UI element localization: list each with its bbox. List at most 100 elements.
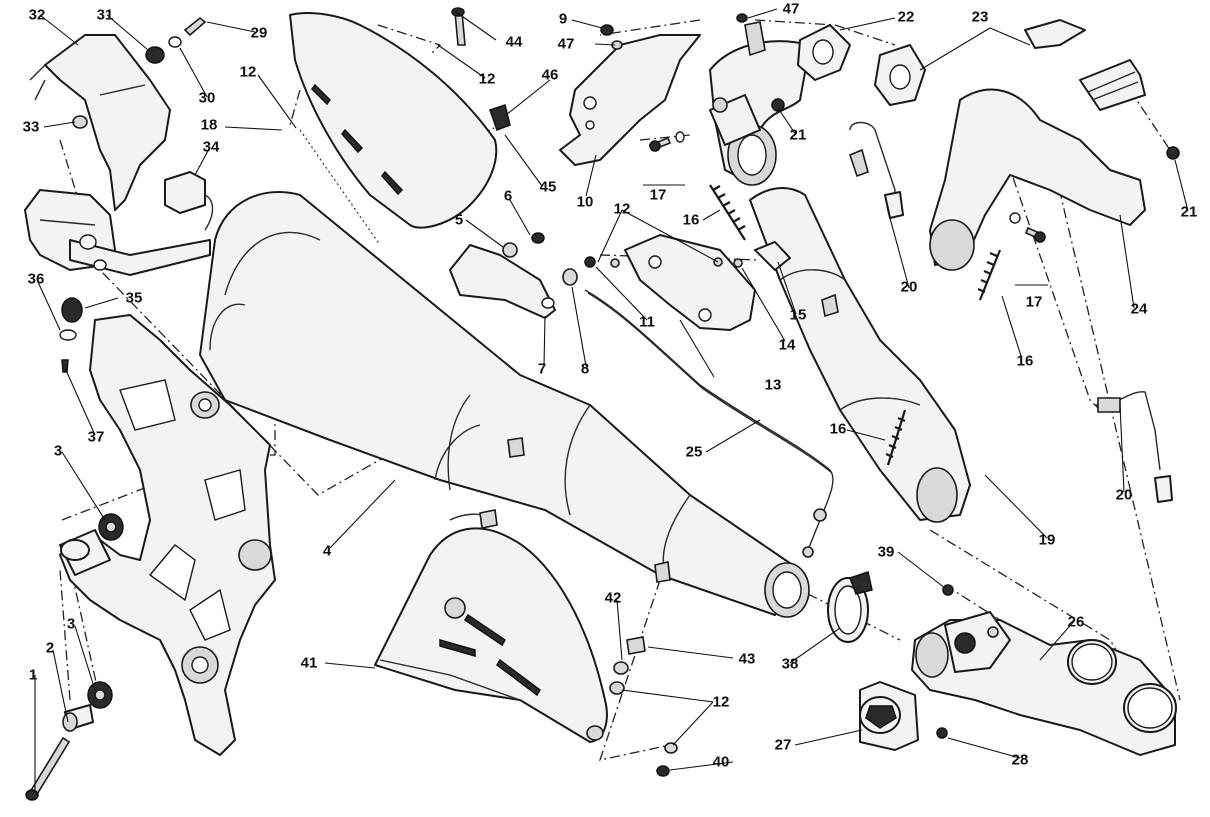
nut-21-right [1166, 146, 1180, 160]
callout-21-left: 21 [790, 127, 807, 144]
silencer-cover-41 [374, 527, 608, 743]
callout-15: 15 [790, 307, 807, 324]
spring-16-c [885, 409, 907, 466]
rubber-mount-lower [87, 681, 113, 709]
callout-41: 41 [301, 655, 318, 672]
screw-28-39 [936, 584, 954, 739]
spacer-bushing [62, 704, 94, 732]
bracket-7 [449, 244, 556, 319]
gasket-22 [797, 24, 851, 81]
callout-9: 9 [559, 11, 567, 28]
callout-1: 1 [29, 667, 37, 684]
callout-36: 36 [28, 271, 45, 288]
callout-labels: 1 2 3 3 4 5 6 7 8 9 10 11 12 12 12 12 13… [23, 1, 1198, 771]
callout-19: 19 [1039, 532, 1056, 549]
footpeg-bracket [59, 314, 276, 756]
callout-21-right: 21 [1181, 204, 1198, 221]
rear-header-pipe [929, 59, 1146, 271]
callout-31: 31 [97, 7, 114, 24]
callout-23: 23 [972, 9, 989, 26]
valve-body-26 [911, 611, 1177, 756]
callout-44: 44 [506, 34, 523, 51]
nut-21-left [771, 98, 785, 112]
front-header-pipe [709, 40, 971, 523]
callout-33: 33 [23, 119, 40, 136]
bolt-44 [451, 7, 466, 46]
callout-37: 37 [88, 429, 105, 446]
clip-47 [736, 13, 766, 57]
callout-46: 46 [542, 67, 559, 84]
callout-3-upper: 3 [54, 443, 62, 460]
callout-16-b: 16 [1017, 353, 1034, 370]
flange-23 [874, 19, 1086, 106]
callout-2: 2 [46, 640, 54, 657]
spring-16-b [977, 249, 1002, 301]
callout-12-b: 12 [479, 71, 496, 88]
hardware-12-14-15 [584, 241, 791, 271]
callout-39: 39 [878, 544, 895, 561]
washer-5 [502, 242, 518, 258]
fasteners-42-43-40 [609, 561, 678, 777]
callout-28: 28 [1012, 752, 1029, 769]
muffler-assembly [199, 191, 810, 618]
valve-cable-25 [584, 289, 834, 558]
callout-5: 5 [455, 212, 463, 229]
callout-47-b: 47 [783, 1, 800, 18]
callout-6: 6 [504, 188, 512, 205]
callout-14: 14 [779, 337, 796, 354]
callout-11: 11 [639, 314, 655, 331]
callout-35: 35 [126, 290, 143, 307]
nut-33 [72, 115, 88, 129]
callout-22: 22 [898, 9, 915, 26]
heat-guard-45 [289, 12, 498, 229]
callout-20-upper: 20 [901, 279, 918, 296]
callout-40: 40 [713, 754, 730, 771]
screw-29 [183, 16, 207, 37]
pulley-27 [859, 681, 919, 751]
callout-17-right: 17 [1026, 294, 1043, 311]
heat-shield-13 [624, 234, 756, 331]
lambda-sensor-lower [1094, 391, 1173, 503]
fastener-9 [600, 24, 623, 50]
callout-43: 43 [739, 651, 756, 668]
callout-47-a: 47 [558, 36, 575, 53]
callout-10: 10 [577, 194, 594, 211]
leader-lines [34, 8, 1189, 790]
screws-17-right [1009, 212, 1046, 243]
callout-45: 45 [540, 179, 557, 196]
connector-34 [164, 171, 214, 231]
callout-3-lower: 3 [67, 616, 75, 633]
callout-29: 29 [251, 25, 268, 42]
screw-6 [531, 232, 545, 244]
callout-27: 27 [775, 737, 792, 754]
callout-26: 26 [1068, 614, 1085, 631]
servo-actuator [24, 189, 211, 276]
callout-16-c: 16 [830, 421, 847, 438]
washer-30 [168, 36, 182, 48]
callout-12-d: 12 [713, 694, 730, 711]
callout-20-lower: 20 [1116, 487, 1133, 504]
callout-38: 38 [782, 656, 799, 673]
spring-16-a [709, 184, 746, 241]
callout-16-a: 16 [683, 212, 700, 229]
fastener-31 [145, 46, 165, 64]
callout-12-c: 12 [614, 201, 631, 218]
washer-8 [562, 268, 578, 286]
bracket-rubber-35 [59, 297, 83, 373]
callout-17-left: 17 [650, 187, 667, 204]
clamp-38 [827, 571, 873, 643]
callout-18: 18 [201, 117, 218, 134]
callout-34: 34 [203, 139, 220, 156]
callout-4: 4 [323, 543, 332, 560]
callout-42: 42 [605, 590, 622, 607]
callout-12-a: 12 [240, 64, 257, 81]
heat-shield-10 [559, 34, 701, 166]
callout-30: 30 [199, 90, 216, 107]
callout-13: 13 [765, 377, 782, 394]
cover-32 [29, 34, 171, 211]
bolt-1 [25, 736, 71, 801]
callout-32: 32 [29, 7, 46, 24]
callout-24: 24 [1131, 301, 1148, 318]
lambda-sensor-upper [849, 121, 904, 219]
